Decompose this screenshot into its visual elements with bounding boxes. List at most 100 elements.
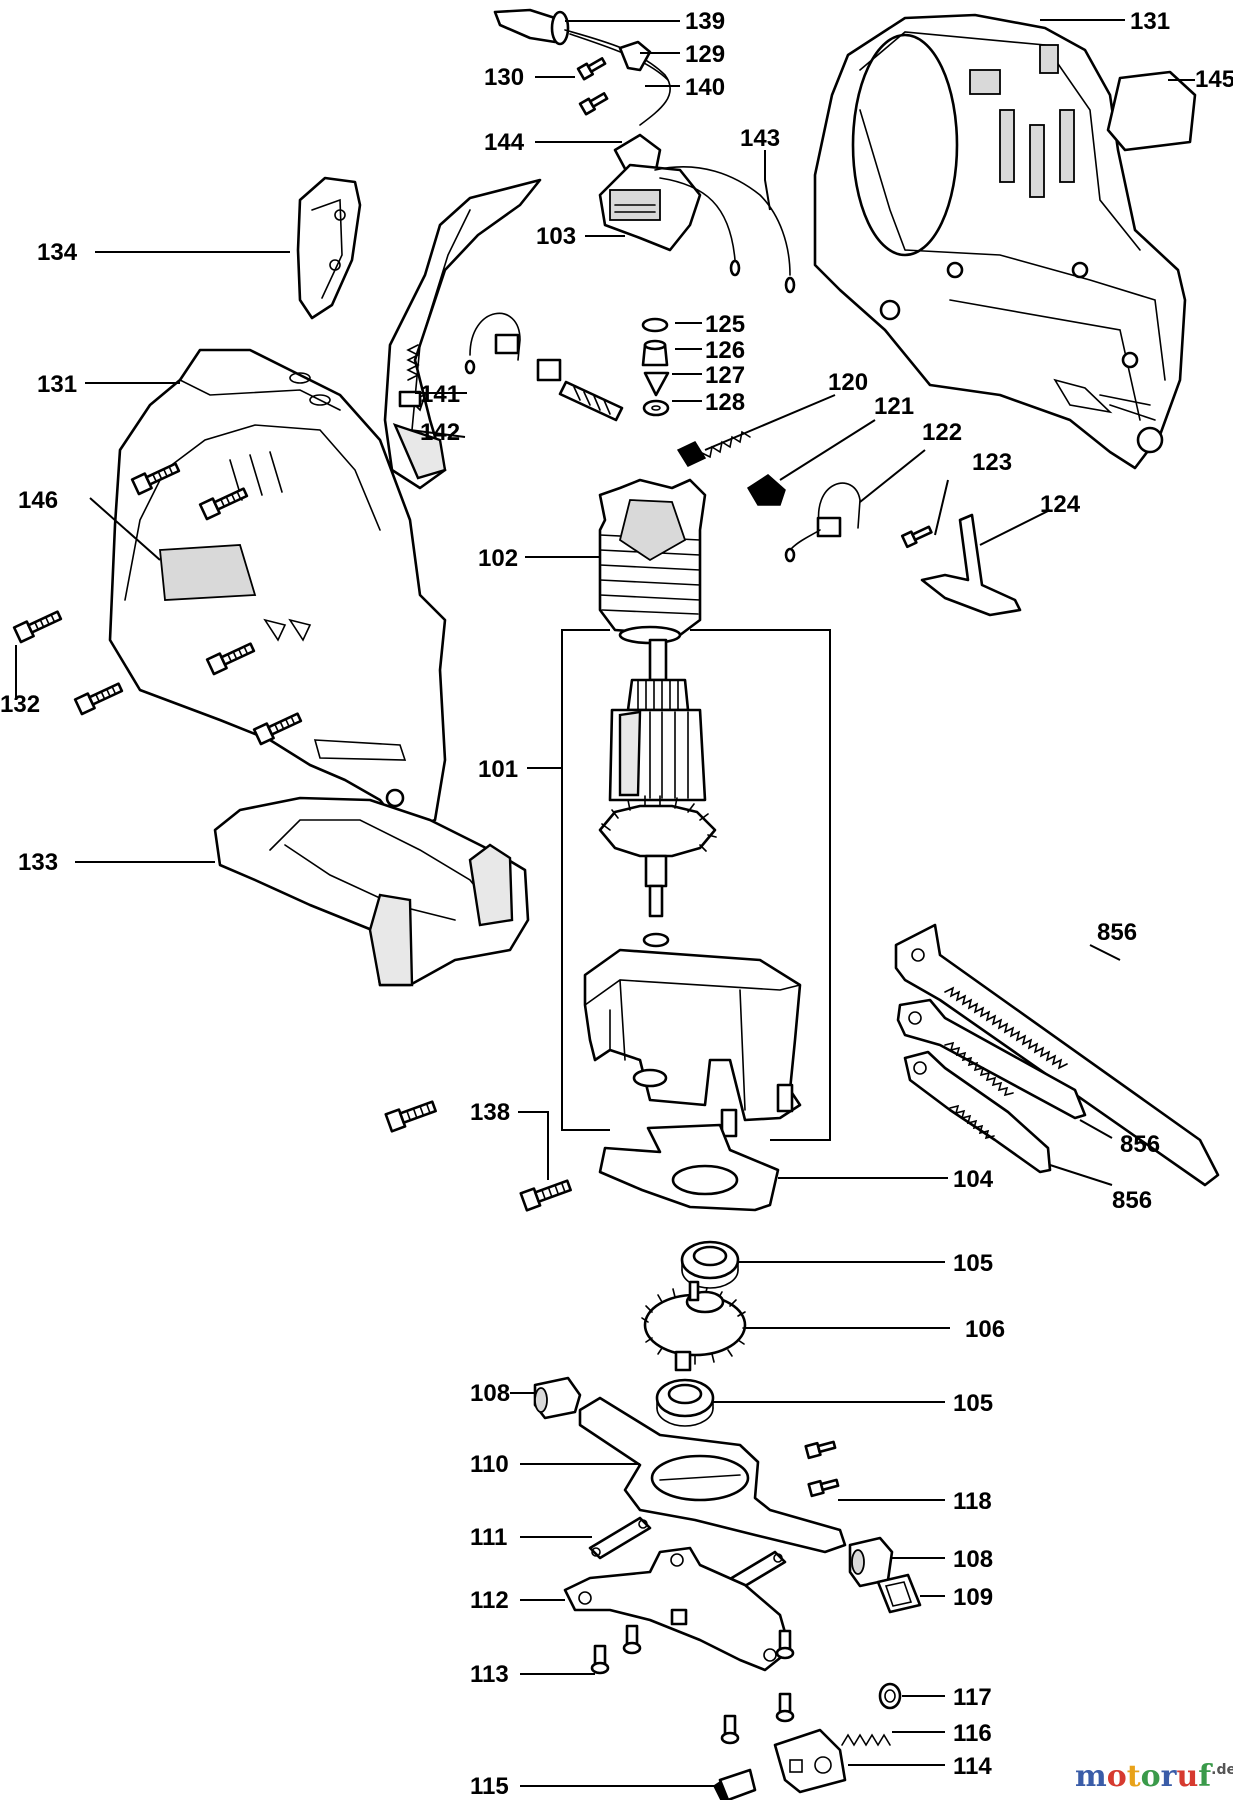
label-131-right: 131	[1130, 8, 1170, 35]
label-101: 101	[478, 756, 518, 783]
saw-blade-856-large	[894, 923, 1220, 1187]
watermark-letter: t	[1127, 1759, 1141, 1794]
watermark-text: motoruf.de	[1075, 1759, 1233, 1794]
plate-109	[876, 1573, 922, 1614]
label-130: 130	[484, 64, 524, 91]
clip-134	[296, 176, 362, 320]
bearing-105-lower	[655, 1378, 715, 1427]
spring-141	[398, 344, 422, 408]
label-122: 122	[922, 419, 962, 446]
watermark-logo: motoruf.de	[1075, 1759, 1233, 1794]
label-133: 133	[18, 849, 58, 876]
label-118: 118	[953, 1488, 992, 1515]
label-138: 138	[470, 1099, 510, 1126]
label-856-b: 856	[1120, 1131, 1160, 1158]
watermark-letter: o	[1141, 1759, 1161, 1794]
screw-130	[576, 57, 609, 116]
armature-101	[598, 638, 717, 980]
label-121: 121	[874, 393, 914, 420]
bracket-124	[920, 513, 1022, 617]
screw-set-118	[804, 1440, 840, 1498]
saw-blade-856-small	[903, 1050, 1052, 1174]
guard-bar-142	[383, 178, 542, 490]
ring-117	[878, 1682, 902, 1710]
label-105-upper: 105	[953, 1250, 993, 1277]
stroke-rod-110	[578, 1396, 847, 1554]
watermark-suffix: .de	[1211, 1762, 1233, 1778]
label-139: 139	[685, 8, 725, 35]
watermark-letter: u	[1176, 1759, 1198, 1794]
cord-protector-139	[493, 8, 570, 46]
watermark-letter: r	[1161, 1759, 1178, 1794]
brush-holder-upper	[464, 312, 624, 422]
label-103: 103	[536, 223, 576, 250]
label-plate-145	[1106, 70, 1197, 152]
brush-holder-122	[784, 482, 861, 563]
label-102: 102	[478, 545, 518, 572]
label-132: 132	[0, 691, 40, 718]
label-114: 114	[953, 1753, 992, 1780]
label-141: 141	[420, 381, 460, 408]
base-shoe-133	[213, 796, 530, 987]
label-145: 145	[1195, 66, 1233, 93]
label-104: 104	[953, 1166, 994, 1193]
saw-blade-856-medium	[896, 998, 1087, 1120]
label-105-lower: 105	[953, 1390, 993, 1417]
label-112: 112	[470, 1587, 509, 1614]
label-113: 113	[470, 1661, 509, 1688]
leader-lines	[15, 19, 1195, 1787]
bolt-115	[713, 1768, 757, 1800]
label-117: 117	[953, 1684, 992, 1711]
watermark-letter: f	[1198, 1759, 1213, 1794]
housing-half-right	[813, 13, 1187, 470]
screw-set-132	[12, 462, 303, 746]
label-143: 143	[740, 125, 780, 152]
label-140: 140	[685, 74, 725, 101]
label-856-c: 856	[1112, 1187, 1152, 1214]
armature-frame-101	[561, 629, 831, 1141]
label-134: 134	[37, 239, 78, 266]
brush-cap-121	[746, 474, 786, 506]
watermark-letter: o	[1107, 1759, 1127, 1794]
screw-123	[900, 525, 933, 549]
label-108-left: 108	[470, 1380, 510, 1407]
housing-half-left	[108, 348, 447, 834]
wire-set-143	[654, 166, 796, 294]
label-109: 109	[953, 1584, 993, 1611]
spring-116	[841, 1733, 891, 1747]
part-labels: 139 129 140 130 144 143 103 131 145 134 …	[0, 8, 1233, 1800]
bearing-105-upper	[680, 1240, 740, 1289]
gear-support-frame	[583, 948, 802, 1138]
label-124: 124	[1040, 491, 1081, 518]
carbon-brush-120	[676, 430, 751, 467]
switch-103	[598, 133, 702, 252]
label-116: 116	[953, 1720, 992, 1747]
small-parts-125-128	[641, 317, 670, 417]
label-128: 128	[705, 389, 745, 416]
label-111: 111	[470, 1524, 507, 1551]
label-115: 115	[470, 1773, 509, 1800]
slider-108-left	[533, 1376, 582, 1420]
label-129: 129	[685, 41, 725, 68]
label-856-a: 856	[1097, 919, 1137, 946]
label-120: 120	[828, 369, 868, 396]
label-125: 125	[705, 311, 745, 338]
screw-set-113	[590, 1624, 795, 1745]
watermark-letter: m	[1075, 1759, 1107, 1794]
field-coil-102	[598, 478, 707, 645]
screw-set-138	[384, 1100, 572, 1212]
gear-106	[641, 1280, 751, 1372]
plate-112	[563, 1546, 792, 1672]
label-123: 123	[972, 449, 1012, 476]
label-106: 106	[965, 1316, 1005, 1343]
label-144: 144	[484, 129, 525, 156]
cable-140	[564, 29, 671, 126]
label-108-right: 108	[953, 1546, 993, 1573]
label-110: 110	[470, 1451, 509, 1478]
label-131-left: 131	[37, 371, 77, 398]
clamp-114	[773, 1728, 847, 1794]
label-146: 146	[18, 487, 58, 514]
plate-104	[598, 1123, 780, 1212]
label-126: 126	[705, 337, 745, 364]
